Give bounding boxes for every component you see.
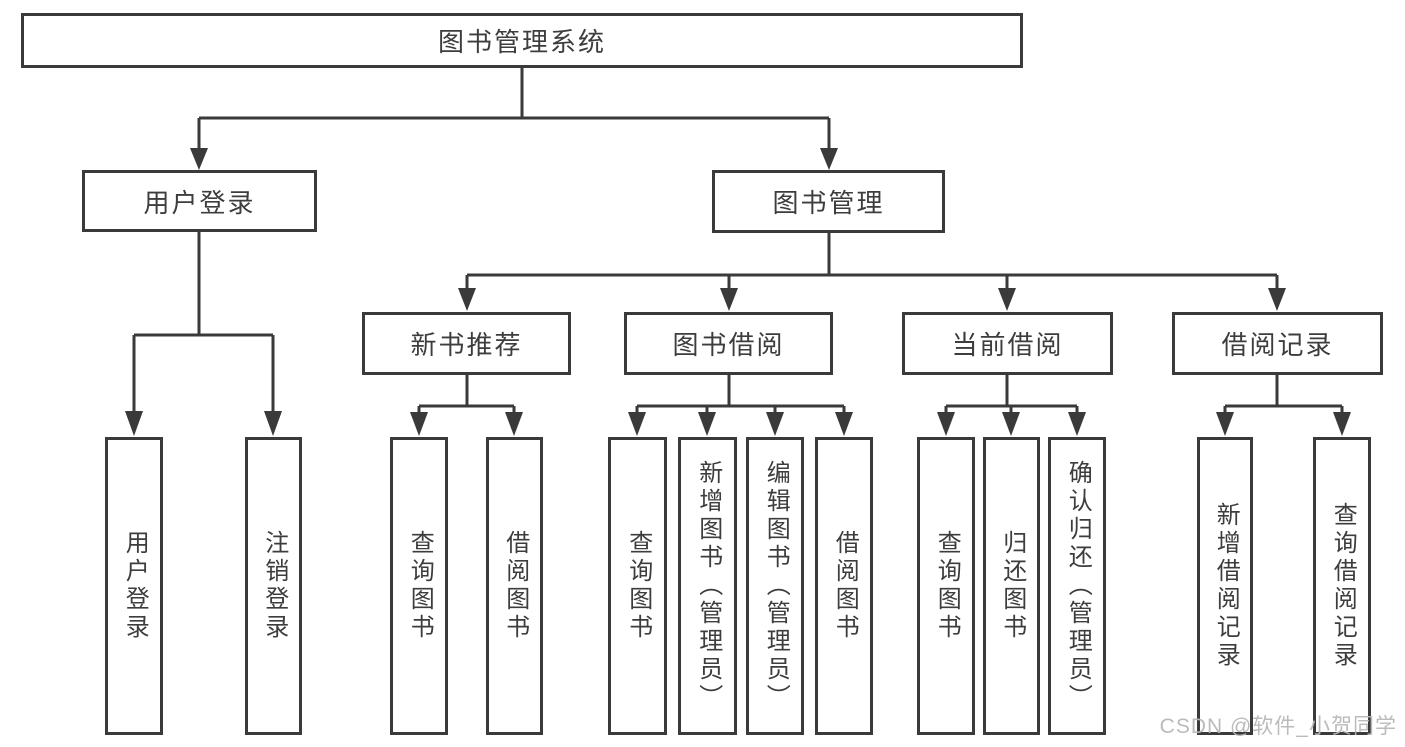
node-current-borrow: 当前借阅 — [902, 312, 1113, 375]
node-bb-borrow-book: 借阅图书 — [815, 437, 873, 735]
node-rec-query-book-label: 查询图书 — [406, 530, 434, 642]
node-login-label: 用户登录 — [121, 530, 149, 642]
node-book-management-label: 图书管理 — [772, 188, 885, 218]
node-bb-query-book: 查询图书 — [608, 437, 667, 735]
connector-borrow-records-to-leaves — [1216, 375, 1351, 436]
node-new-book-recommend-label: 新书推荐 — [410, 330, 523, 360]
node-br-query-record-label: 查询借阅记录 — [1329, 502, 1357, 670]
node-rec-query-book: 查询图书 — [390, 437, 448, 735]
node-bb-edit-book-admin: 编辑图书（管理员） — [746, 437, 804, 735]
node-borrow-records-label: 借阅记录 — [1221, 330, 1334, 360]
connector-book-borrow-to-leaves — [628, 375, 853, 436]
node-cb-confirm-return-admin: 确认归还（管理员） — [1048, 437, 1106, 735]
node-root-label: 图书管理系统 — [437, 27, 606, 57]
node-br-query-record: 查询借阅记录 — [1313, 437, 1371, 735]
node-bb-add-book-admin-label: 新增图书（管理员） — [694, 460, 722, 712]
node-book-management: 图书管理 — [712, 170, 945, 233]
connector-current-borrow-to-leaves — [937, 375, 1086, 436]
node-cb-return-book: 归还图书 — [983, 437, 1040, 735]
csdn-watermark: CSDN @软件_小贺同学 — [1159, 715, 1397, 738]
node-root: 图书管理系统 — [21, 13, 1023, 68]
node-cb-query-book-label: 查询图书 — [933, 530, 961, 642]
node-rec-borrow-book-label: 借阅图书 — [501, 530, 529, 642]
node-user-login-label: 用户登录 — [143, 187, 256, 218]
node-cb-query-book: 查询图书 — [917, 437, 975, 735]
node-br-add-record-label: 新增借阅记录 — [1212, 502, 1240, 670]
connector-root-to-level2 — [190, 68, 838, 170]
node-bb-add-book-admin: 新增图书（管理员） — [678, 437, 737, 735]
node-cb-return-book-label: 归还图书 — [998, 530, 1026, 642]
node-logout: 注销登录 — [245, 437, 302, 735]
node-current-borrow-label: 当前借阅 — [951, 330, 1064, 360]
connector-new-book-recommend-to-leaves — [410, 375, 523, 436]
node-new-book-recommend: 新书推荐 — [362, 312, 571, 375]
node-logout-label: 注销登录 — [260, 530, 288, 642]
node-bb-edit-book-admin-label: 编辑图书（管理员） — [762, 460, 790, 712]
node-book-borrow-label: 图书借阅 — [672, 330, 785, 360]
node-book-borrow: 图书借阅 — [624, 312, 833, 375]
node-bb-query-book-label: 查询图书 — [624, 530, 652, 642]
connector-book-management-to-level3 — [458, 233, 1286, 311]
node-login: 用户登录 — [105, 437, 163, 735]
connector-user-login-to-leaves — [125, 232, 282, 436]
node-br-add-record: 新增借阅记录 — [1197, 437, 1253, 735]
node-cb-confirm-return-admin-label: 确认归还（管理员） — [1064, 460, 1092, 712]
node-bb-borrow-book-label: 借阅图书 — [831, 530, 859, 642]
node-rec-borrow-book: 借阅图书 — [486, 437, 543, 735]
node-borrow-records: 借阅记录 — [1172, 312, 1383, 375]
node-user-login: 用户登录 — [82, 170, 317, 232]
